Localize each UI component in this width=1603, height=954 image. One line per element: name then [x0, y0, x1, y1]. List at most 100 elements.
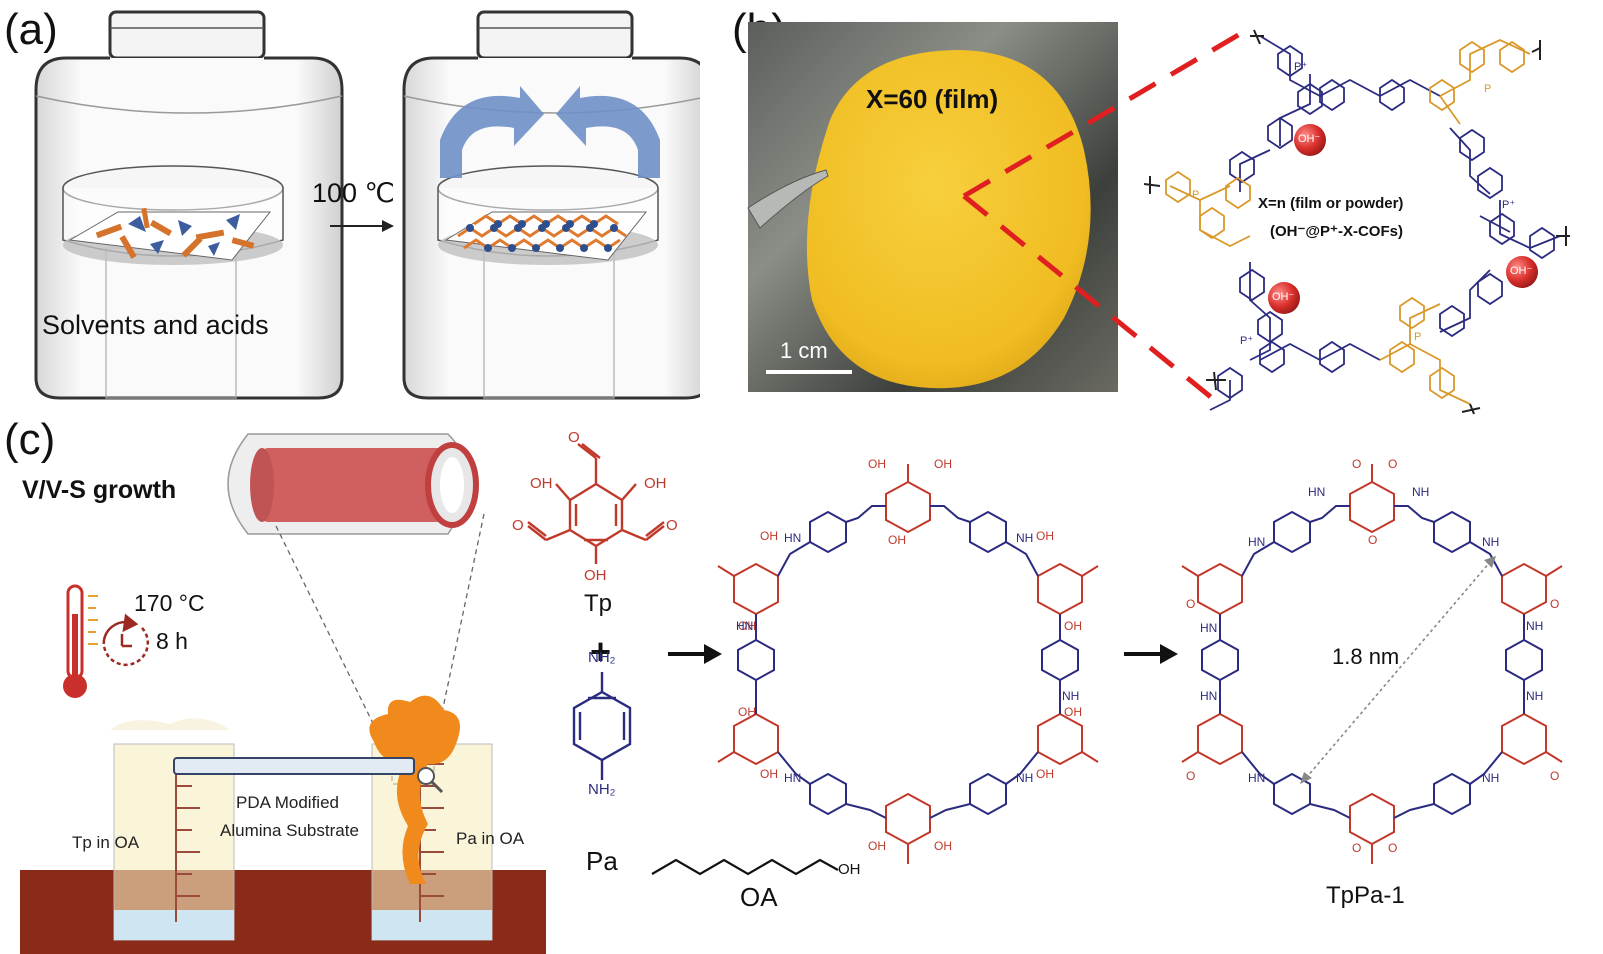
thermometer-icon — [63, 584, 98, 698]
oa-oh: OH — [838, 861, 861, 878]
int-hn-3: HN — [784, 771, 802, 785]
int-nh-1: NH — [1016, 531, 1034, 545]
pa-name: Pa — [586, 846, 618, 876]
int-oh-11: OH — [1036, 767, 1054, 781]
tp-o-3: O — [666, 517, 678, 534]
structure-label-2: (OH⁻@P⁺-X-COFs) — [1270, 223, 1403, 240]
prod-o-2: O — [1388, 457, 1398, 471]
prod-o-4: O — [1186, 597, 1196, 611]
int-hn-1: HN — [784, 531, 802, 545]
substrate-label-2: Alumina Substrate — [220, 821, 359, 840]
reaction-jar-after — [402, 10, 700, 400]
reflux-arrow-right — [556, 86, 660, 178]
hydroxide-ion-balls — [1268, 124, 1538, 314]
plus-sign: + — [590, 631, 612, 672]
alumina-substrate-rod — [173, 757, 415, 775]
prod-hn-5: HN — [1248, 771, 1266, 785]
pore-size-label: 1.8 nm — [1332, 644, 1400, 669]
intermediate-framework — [717, 464, 1099, 864]
oa-name: OA — [740, 882, 778, 912]
prod-o-6: O — [1186, 769, 1196, 783]
prod-hn-2: HN — [1248, 535, 1266, 549]
pa-beaker-label: Pa in OA — [456, 829, 525, 848]
tp-beaker-label: Tp in OA — [72, 833, 140, 852]
prod-nh-5: NH — [1482, 771, 1500, 785]
prod-o-8: O — [1352, 841, 1362, 855]
p-neutral-2: P — [1192, 189, 1200, 201]
prod-o-1: O — [1352, 457, 1362, 471]
growth-label: V/V-S growth — [22, 476, 177, 504]
pa-beaker — [369, 695, 493, 941]
int-oh-1: OH — [868, 457, 886, 471]
int-oh-6: OH — [738, 619, 756, 633]
int-oh-9: OH — [1064, 705, 1082, 719]
reflux-arrow-left — [440, 86, 544, 178]
panel-a-diagram — [34, 10, 700, 400]
prod-hn-4: HN — [1200, 689, 1218, 703]
int-hn-2: HN — [736, 619, 754, 633]
int-nh-3: NH — [1016, 771, 1034, 785]
film-label: X=60 (film) — [866, 84, 999, 114]
oh-ion-1: OH⁻ — [1298, 133, 1321, 145]
int-oh-3: OH — [888, 533, 906, 547]
int-oh-10: OH — [760, 767, 778, 781]
int-nh-2: NH — [1062, 689, 1080, 703]
tp-monomer-structure — [527, 443, 665, 564]
p-plus-3: P⁺ — [1240, 335, 1254, 347]
tp-oh-1: OH — [530, 475, 553, 492]
tweezers-icon — [747, 169, 829, 229]
magnifier-icon — [417, 767, 435, 785]
timer-icon — [102, 613, 150, 667]
int-oh-7: OH — [1064, 619, 1082, 633]
prod-o-9: O — [1388, 841, 1398, 855]
panel-label-a: (a) — [4, 5, 58, 54]
prod-hn-1: HN — [1308, 485, 1326, 499]
tp-o-1: O — [568, 429, 580, 446]
structure-label-1: X=n (film or powder) — [1258, 195, 1404, 212]
ionic-cof-structure — [1143, 29, 1570, 415]
oh-ion-3: OH⁻ — [1272, 291, 1295, 303]
pa-nh2-bottom: NH₂ — [588, 781, 616, 798]
int-oh-13: OH — [934, 839, 952, 853]
panel-label-c: (c) — [4, 415, 56, 464]
tp-oh-2: OH — [644, 475, 667, 492]
int-oh-8: OH — [738, 705, 756, 719]
int-oh-5: OH — [1036, 529, 1054, 543]
tppa1-framework — [1181, 464, 1563, 864]
pore-size-arrow — [1305, 561, 1491, 779]
zoom-lines — [962, 31, 1242, 400]
temperature-label-c: 170 °C — [134, 590, 205, 616]
reaction-arrows — [668, 644, 1178, 664]
pa-monomer-structure — [572, 672, 632, 780]
oa-structure — [651, 858, 839, 876]
temperature-label-a: 100 ℃ — [312, 178, 395, 208]
p-plus-1: P⁺ — [1294, 61, 1308, 73]
substrate-tube-zoom — [227, 433, 479, 535]
scale-bar-label: 1 cm — [780, 338, 828, 363]
prod-o-3: O — [1368, 533, 1378, 547]
p-neutral-1: P — [1484, 83, 1492, 95]
prod-nh-3: NH — [1526, 619, 1544, 633]
precursor-monomers — [95, 207, 255, 259]
prod-nh-2: NH — [1482, 535, 1500, 549]
product-name: TpPa-1 — [1326, 882, 1405, 909]
prod-hn-3: HN — [1200, 621, 1218, 635]
prod-o-5: O — [1550, 597, 1560, 611]
int-oh-2: OH — [934, 457, 952, 471]
tppa-synthesis-scheme — [527, 443, 1563, 876]
int-oh-4: OH — [760, 529, 778, 543]
panel-b-diagram — [747, 29, 1570, 415]
substrate-label-1: PDA Modified — [236, 793, 339, 812]
prod-o-7: O — [1550, 769, 1560, 783]
prod-nh-4: NH — [1526, 689, 1544, 703]
cof-film-disk — [806, 50, 1091, 389]
oh-ion-2: OH⁻ — [1510, 265, 1533, 277]
vvs-growth-apparatus — [20, 433, 546, 954]
time-label: 8 h — [156, 628, 188, 654]
tp-oh-3: OH — [584, 567, 607, 584]
tp-o-2: O — [512, 517, 524, 534]
vapor-plume — [369, 695, 460, 884]
solvent-label: Solvents and acids — [42, 310, 269, 340]
tp-name: Tp — [584, 590, 613, 617]
p-neutral-3: P — [1414, 331, 1422, 343]
